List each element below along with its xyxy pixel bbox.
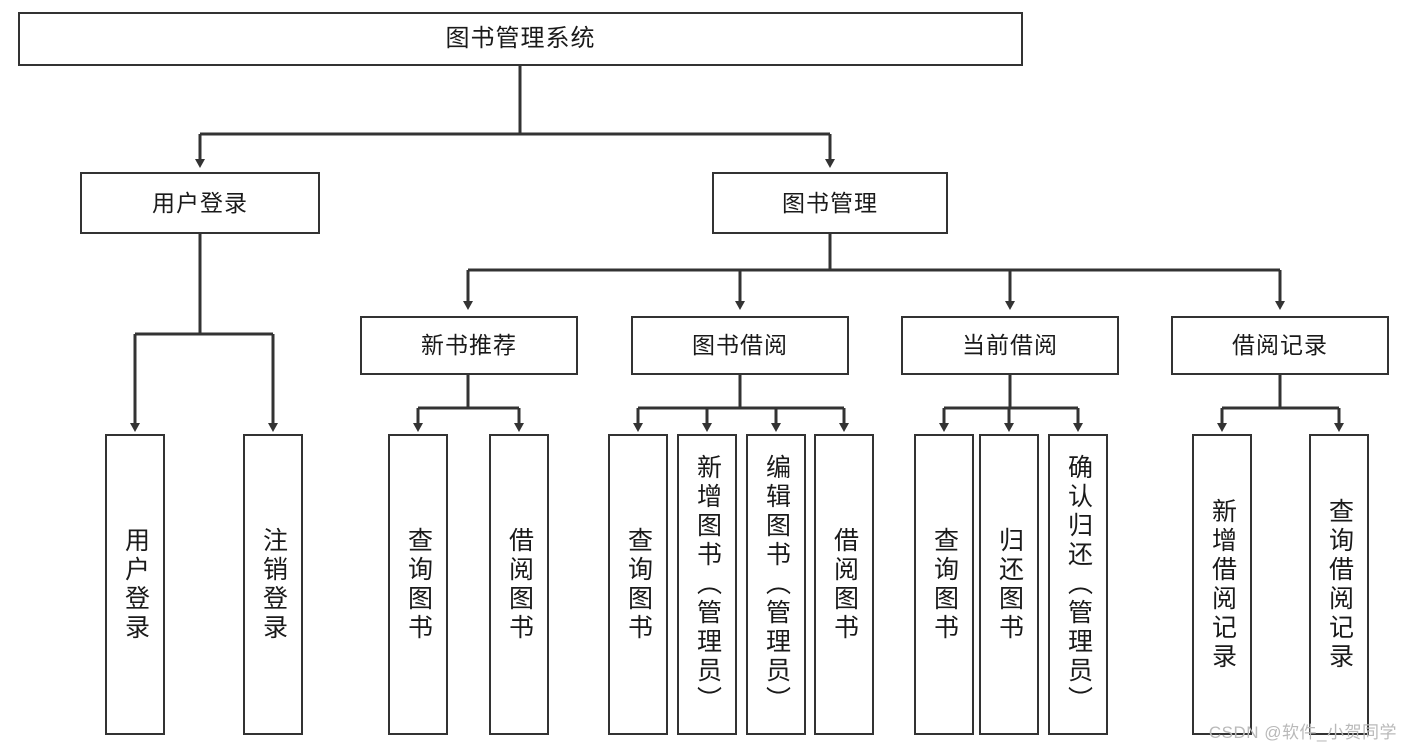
node-leaf-add-borrow-record[interactable]: 新增借阅记录 [1192,434,1252,735]
node-label: 当前借阅 [962,332,1058,359]
node-leaf-borrow-book[interactable]: 借阅图书 [814,434,874,735]
node-label: 新书推荐 [421,332,517,359]
node-label: 用户登录 [152,189,248,216]
node-leaf-query-borrow-record[interactable]: 查询借阅记录 [1309,434,1369,735]
node-label: 归还图书 [995,526,1024,643]
node-borrow-record[interactable]: 借阅记录 [1171,316,1389,375]
node-current-borrow[interactable]: 当前借阅 [901,316,1119,375]
watermark-text: CSDN @软件_小贺同学 [1208,723,1397,742]
node-label: 图书管理系统 [445,25,596,53]
node-book-management[interactable]: 图书管理 [712,172,948,234]
node-leaf-return-book[interactable]: 归还图书 [979,434,1039,735]
node-label: 图书管理 [782,189,878,216]
node-label: 编辑图书（管理员） [762,454,791,715]
node-leaf-confirm-return-admin[interactable]: 确认归还（管理员） [1048,434,1108,735]
node-label: 查询借阅记录 [1325,497,1354,672]
node-new-book-recommend[interactable]: 新书推荐 [360,316,578,375]
node-user-login[interactable]: 用户登录 [80,172,320,234]
node-label: 查询图书 [624,526,653,643]
node-label: 确认归还（管理员） [1064,454,1093,715]
node-label: 图书借阅 [692,332,788,359]
node-root-system[interactable]: 图书管理系统 [18,12,1023,66]
node-leaf-borrow-book-recommend[interactable]: 借阅图书 [489,434,549,735]
node-label: 借阅图书 [830,526,859,643]
node-label: 查询图书 [930,526,959,643]
node-label: 用户登录 [121,526,150,643]
node-leaf-query-book-recommend[interactable]: 查询图书 [388,434,448,735]
node-leaf-query-book-current[interactable]: 查询图书 [914,434,974,735]
node-leaf-logout[interactable]: 注销登录 [243,434,303,735]
node-leaf-user-login[interactable]: 用户登录 [105,434,165,735]
node-label: 查询图书 [404,526,433,643]
node-book-borrow[interactable]: 图书借阅 [631,316,849,375]
node-label: 新增借阅记录 [1208,497,1237,672]
node-leaf-query-book-borrow[interactable]: 查询图书 [608,434,668,735]
node-label: 注销登录 [259,526,288,643]
node-label: 新增图书（管理员） [693,454,722,715]
node-label: 借阅图书 [505,526,534,643]
node-leaf-edit-book-admin[interactable]: 编辑图书（管理员） [746,434,806,735]
node-label: 借阅记录 [1232,332,1328,359]
node-leaf-add-book-admin[interactable]: 新增图书（管理员） [677,434,737,735]
